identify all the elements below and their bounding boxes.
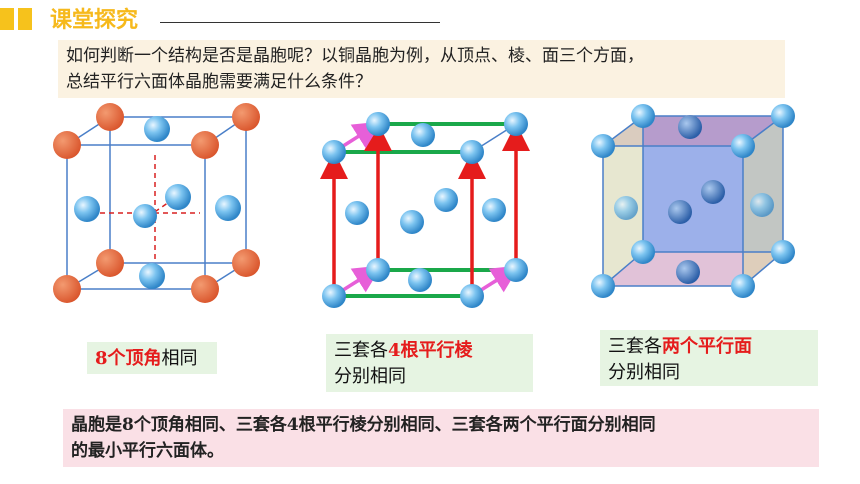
- cube-vertices-diagram: [53, 103, 260, 303]
- corner-atom: [191, 275, 219, 303]
- summary-line-1: 晶胞是8个顶角相同、三套各4根平行棱分别相同、三套各两个平行面分别相同: [71, 415, 656, 435]
- vertex-label: 8个顶角相同: [87, 342, 217, 374]
- question-line-2: 总结平行六面体晶胞需要满足什么条件？: [66, 72, 372, 92]
- corner-atom: [232, 249, 260, 277]
- corner-atom: [96, 103, 124, 131]
- face-label: 三套各两个平行面 分别相同: [600, 330, 818, 386]
- question-box: 如何判断一个结构是否是晶胞呢？以铜晶胞为例，从顶点、棱、面三个方面， 总结平行六…: [58, 40, 785, 98]
- title-underline: [160, 22, 440, 23]
- summary-box: 晶胞是8个顶角相同、三套各4根平行棱分别相同、三套各两个平行面分别相同 的最小平…: [63, 409, 819, 467]
- corner-atom: [53, 131, 81, 159]
- header-accent-block: [18, 8, 32, 30]
- corner-atom: [96, 249, 124, 277]
- edge-label: 三套各4根平行棱 分别相同: [326, 334, 533, 392]
- corner-atom: [53, 275, 81, 303]
- header-accent-block: [0, 8, 14, 30]
- corner-atom: [232, 103, 260, 131]
- cube-edges-diagram: [320, 112, 530, 308]
- cube-faces-diagram: [591, 104, 795, 298]
- question-line-1: 如何判断一个结构是否是晶胞呢？以铜晶胞为例，从顶点、棱、面三个方面，: [66, 46, 644, 66]
- page-title: 课堂探究: [50, 8, 139, 33]
- corner-atom: [191, 131, 219, 159]
- summary-line-2: 的最小平行六面体。: [71, 441, 224, 461]
